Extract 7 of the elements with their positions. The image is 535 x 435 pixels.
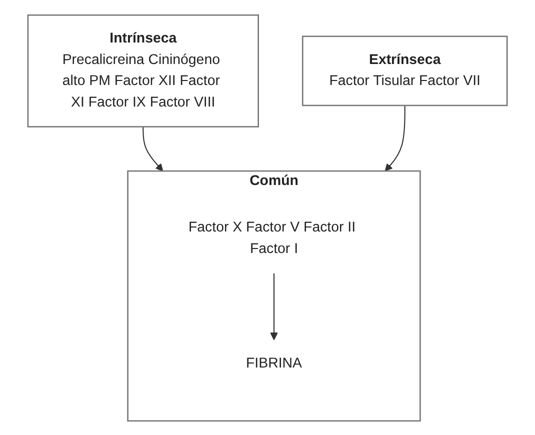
- node-text: Factor X Factor V Factor II Factor I: [188, 220, 356, 256]
- node-box: Extrínseca Factor Tisular Factor VII: [302, 35, 508, 106]
- arrow: [142, 126, 164, 171]
- arrow: [384, 104, 406, 171]
- arrow: [270, 272, 278, 340]
- node-text: FIBRINA: [246, 355, 302, 370]
- node-box: Intrínseca Precalicreina Cininógeno alto PM Factor XII Factor XI Factor IX Factor VIII: [27, 14, 259, 127]
